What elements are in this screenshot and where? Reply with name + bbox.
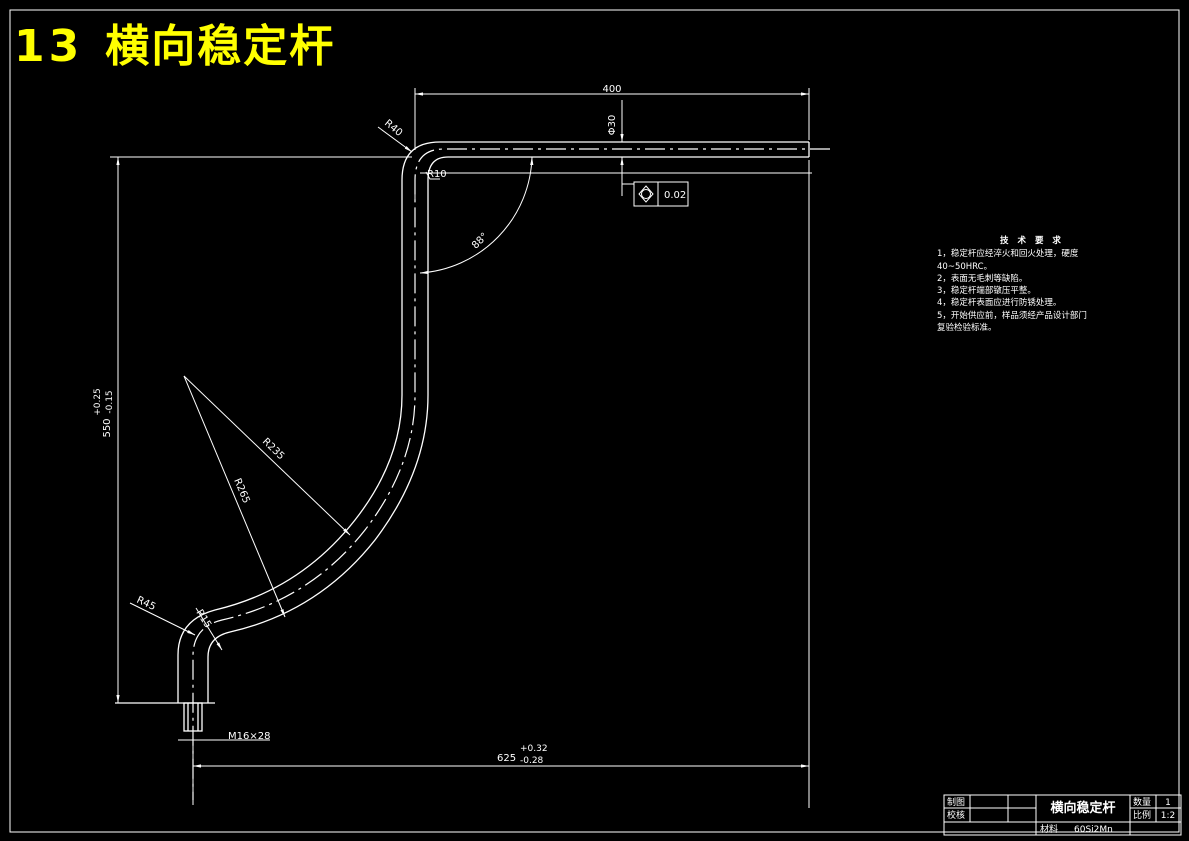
requirement-line: 40~50HRC。 [937, 261, 993, 272]
bar-outline-inner [207, 156, 809, 703]
dim-text-r235: R235 [260, 436, 286, 462]
title-block-part-name: 横向稳定杆 [1050, 800, 1115, 816]
angle-arc [419, 156, 534, 275]
dim-text-diameter: Φ30 [607, 115, 618, 136]
geometric-tolerance-frame [633, 181, 689, 207]
part-title: 横向稳定杆 [105, 21, 336, 72]
title-block-quantity-label: 数量 [1133, 796, 1151, 808]
title-block-material-value: 60Si2Mn [1074, 825, 1113, 835]
dim-text-400: 400 [602, 84, 621, 95]
title-block-scale-label: 比例 [1133, 809, 1151, 821]
requirement-line: 3，稳定杆端部镦压平整。 [937, 286, 1036, 297]
title-block-scale-value: 1:2 [1161, 811, 1175, 821]
requirement-line: 5，开始供应前，样品须经产品设计部门 [937, 310, 1087, 321]
dim-text-550-tol-up: +0.25 [93, 388, 103, 416]
part-number: 13 [14, 21, 84, 72]
technical-requirements-heading: 技 术 要 求 [1000, 236, 1064, 246]
tolerance-value: 0.02 [664, 190, 686, 201]
page-title: 13 横向稳定杆 [14, 10, 335, 74]
title-block-drawn-label: 制图 [947, 796, 965, 808]
dim-text-r40: R40 [382, 118, 404, 139]
requirement-line: 1，稳定杆应经淬火和回火处理，硬度 [937, 249, 1079, 260]
requirement-line: 复验检验标准。 [937, 323, 997, 334]
dim-text-550-tol-low: -0.15 [105, 390, 115, 413]
dim-text-thread: M16×28 [228, 731, 270, 742]
centerline-bar [192, 148, 830, 800]
title-block-material-label: 材料 [1040, 823, 1058, 835]
technical-requirements: 技 术 要 求 1，稳定杆应经淬火和回火处理，硬度 40~50HRC。 2，表面… [937, 235, 1127, 334]
dim-text-625-tol-up: +0.32 [520, 744, 548, 754]
dim-text-r265: R265 [231, 477, 251, 505]
requirement-line: 2，表面无毛刺等缺陷。 [937, 273, 1028, 284]
drawing-border [9, 9, 1180, 833]
dim-text-r45: R45 [135, 595, 157, 613]
dim-text-r10: R10 [427, 169, 447, 180]
requirement-line: 4，稳定杆表面应进行防锈处理。 [937, 298, 1062, 309]
title-block [943, 794, 1182, 836]
dim-text-625: 625 [497, 753, 516, 764]
dim-text-550: 550 [102, 418, 113, 437]
dim-text-625-tol-low: -0.28 [520, 756, 544, 766]
radius-line-265 [183, 375, 286, 618]
title-block-checked-label: 校核 [947, 809, 965, 821]
radius-line-235 [183, 375, 351, 536]
bar-outline-outer [177, 141, 809, 703]
title-block-quantity-value: 1 [1165, 798, 1171, 808]
dim-text-angle: 88° [470, 231, 490, 251]
